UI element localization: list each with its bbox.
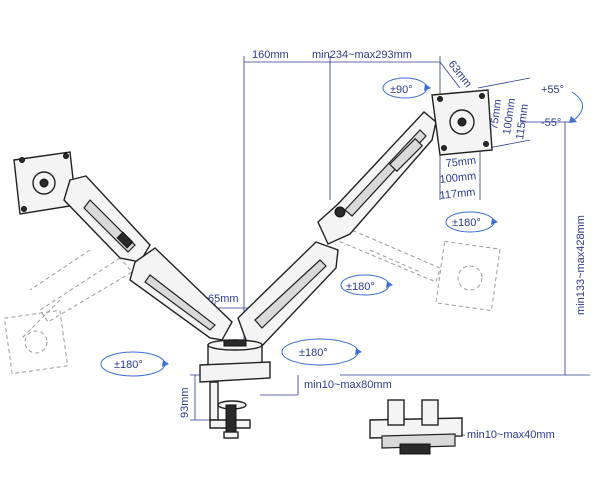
ghost-left-arm (19, 249, 133, 341)
dim-grommet-range: min10~max40mm (467, 429, 555, 441)
dim-clamp-range: min10~max80mm (304, 379, 392, 391)
dim-vesa-h117: 117mm (439, 186, 476, 202)
left-arm (63, 175, 233, 341)
dim-reach: min234~max293mm (312, 49, 412, 61)
dim-vesa-v115: 115mm (514, 103, 531, 140)
dim-vesa-h100: 100mm (439, 170, 477, 186)
rotation-indicators (100, 77, 583, 377)
swivel-base-right: ±180° (299, 347, 328, 359)
right-arm (237, 111, 437, 349)
ghost-right-arm (335, 224, 441, 283)
ghost-right-monitor (435, 240, 501, 312)
rot-90: ±90° (390, 84, 413, 96)
swivel-monitor: ±180° (452, 217, 481, 229)
swivel-elbow: ±180° (346, 281, 375, 293)
dim-vesa-h75: 75mm (445, 155, 477, 170)
ghost-left-monitor (3, 309, 69, 375)
dim-vesa-v100: 100mm (501, 97, 518, 135)
left-vesa-plate (13, 151, 77, 215)
dimension-lines (190, 56, 590, 436)
dim-93mm: 93mm (179, 387, 191, 418)
dim-vesa-v75: 75mm (488, 98, 504, 130)
dim-65mm: 65mm (208, 293, 239, 305)
grommet-mount (369, 399, 463, 455)
right-vesa-plate (431, 89, 493, 156)
dim-160mm: 160mm (252, 49, 289, 61)
tilt-down: -55° (541, 117, 561, 129)
swivel-base-left: ±180° (114, 359, 143, 371)
tilt-up: +55° (541, 84, 564, 96)
pole-and-clamp (199, 339, 271, 439)
dim-height: min133~max428mm (575, 215, 587, 315)
